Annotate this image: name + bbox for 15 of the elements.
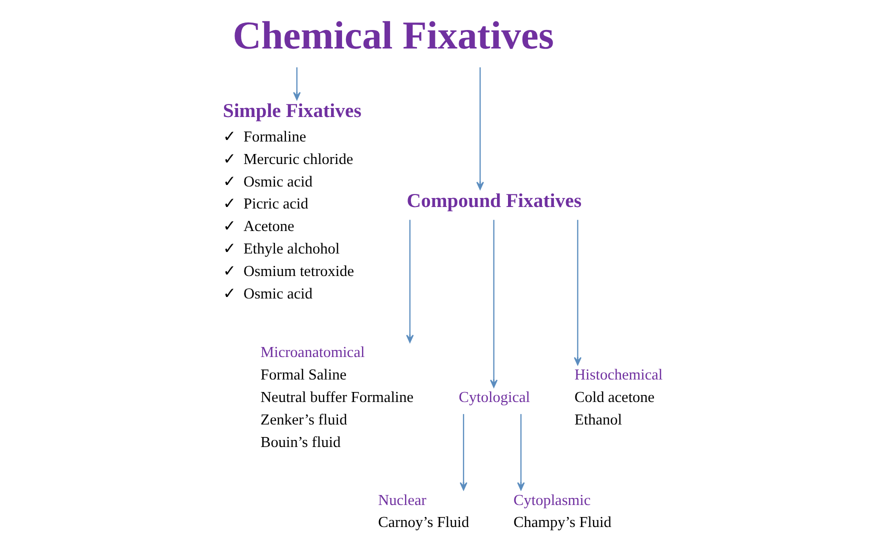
arrow [516, 414, 524, 490]
arrow [292, 67, 300, 100]
node-text: Cytological [458, 389, 530, 406]
node-text: Histochemical Cold acetone Ethanol [574, 366, 662, 428]
arrow [406, 220, 414, 343]
arrow [459, 414, 467, 490]
arrow [573, 220, 581, 366]
arrow [490, 220, 498, 388]
node-text: Nuclear Carnoy’s Fluid [378, 492, 469, 532]
arrow [476, 67, 484, 190]
node-text: Compound Fixatives [406, 190, 582, 212]
node-text: Microanatomical Formal Saline Neutral buffer Formaline Zenker’s fluid Bouin’s fluid [260, 344, 414, 451]
node-text: Chemical Fixatives [232, 14, 554, 58]
node-text: Simple Fixatives ✓ Formaline ✓ Mercuric chloride ✓ Osmic acid ✓ Picric acid ✓ Acetone ✓ Ethyle alchohol ✓ Osmium tetroxide ✓ Osmic acid [222, 100, 361, 302]
node-text: Cytoplasmic Champy’s Fluid [513, 492, 611, 532]
